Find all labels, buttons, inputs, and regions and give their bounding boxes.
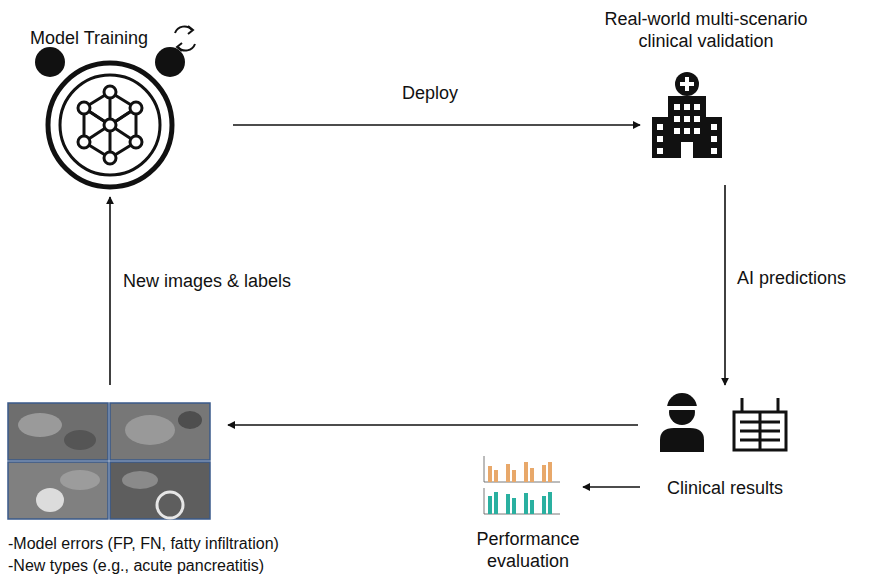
hospital-node: Real-world multi-scenario clinical valid…: [652, 72, 722, 158]
network-icon: [35, 47, 185, 187]
arrow-connector: [233, 124, 640, 126]
node-label: Real-world multi-scenario clinical valid…: [590, 8, 822, 52]
chart-node: Performance evaluation: [480, 452, 562, 518]
node-label: -Model errors (FP, FN, fatty infiltratio…: [8, 533, 408, 555]
node-label: Clinical results: [640, 477, 810, 499]
edge-label: Deploy: [399, 82, 461, 104]
device-icon: [734, 398, 786, 450]
arrow-connector: [109, 197, 111, 385]
chart-thumbnail: [484, 456, 560, 514]
node-label: -New types (e.g., acute pancreatitis): [8, 555, 408, 577]
clinical-node: Clinical results: [655, 395, 790, 452]
arrow-connector: [724, 185, 726, 385]
image-node: -Model errors (FP, FN, fatty infiltratio…: [8, 403, 212, 520]
hospital-icon: [652, 72, 722, 158]
doctor-icon: [660, 393, 704, 452]
refresh-symbol: [175, 26, 195, 51]
network-node: Model Training: [35, 47, 185, 192]
node-label: Performance evaluation: [461, 528, 595, 572]
ct-image-grid: [8, 403, 210, 519]
arrow-connector: [583, 486, 640, 488]
edge-label: New images & labels: [120, 270, 294, 292]
edge-label: AI predictions: [734, 267, 849, 289]
arrow-connector: [228, 424, 638, 426]
node-label: Model Training: [30, 27, 175, 49]
